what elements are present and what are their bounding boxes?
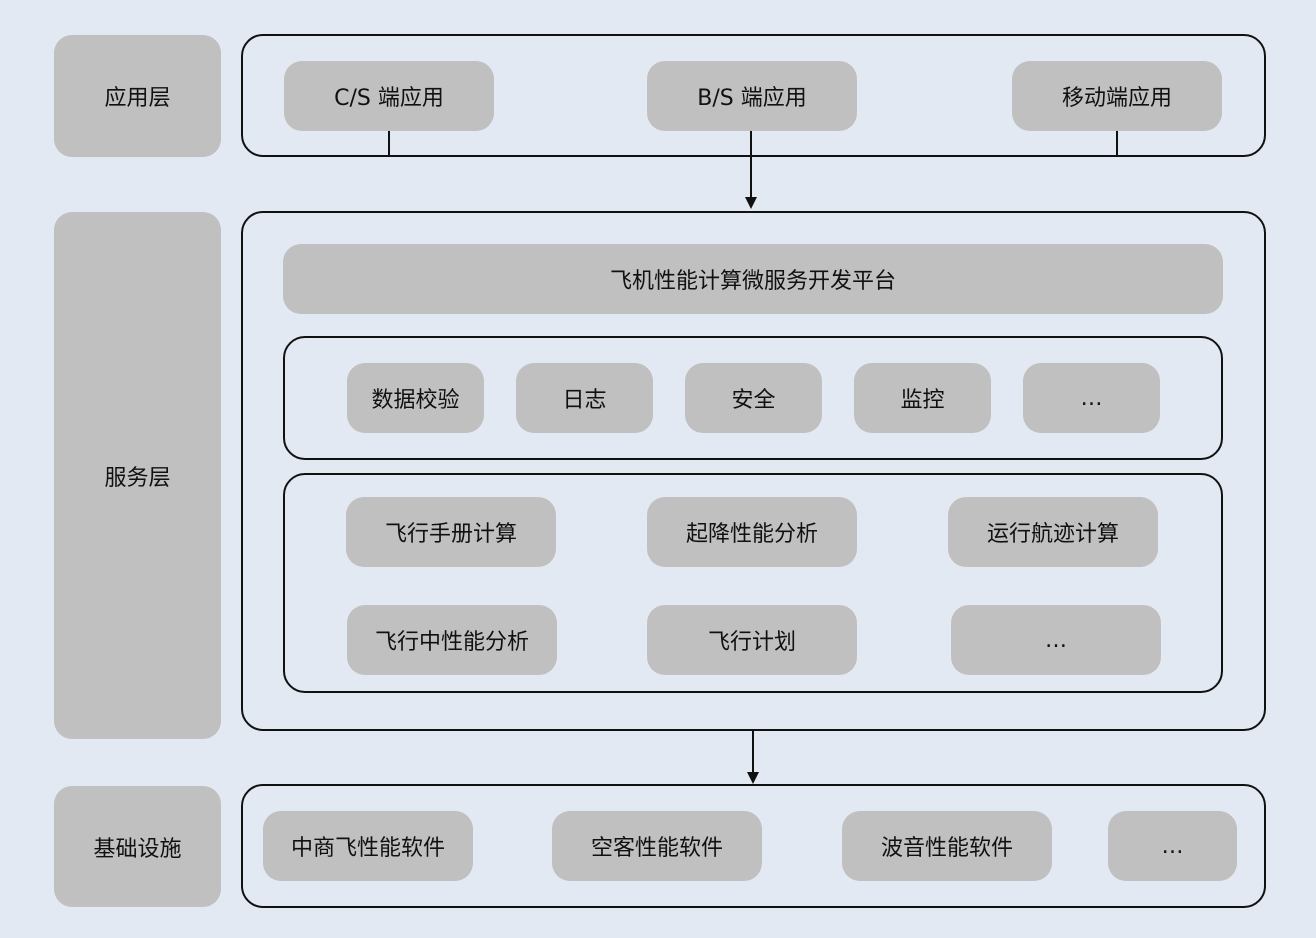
airbus-software-box: 空客性能软件: [552, 811, 762, 881]
app-to-service-arrow-line: [750, 131, 752, 197]
log-box: 日志: [516, 363, 653, 433]
infra-layer-panel: [241, 784, 1266, 908]
service-to-infra-arrow-head: [747, 772, 759, 784]
boeing-software-box: 波音性能软件: [842, 811, 1052, 881]
app-to-service-arrow-head: [745, 197, 757, 209]
bs-app-box: B/S 端应用: [647, 61, 857, 131]
cs-app-box: C/S 端应用: [284, 61, 494, 131]
inflight-analysis-box: 飞行中性能分析: [347, 605, 557, 675]
mobile-connector: [1116, 131, 1118, 156]
flight-track-calc-box: 运行航迹计算: [948, 497, 1158, 567]
comac-software-box: 中商飞性能软件: [263, 811, 473, 881]
common-services-panel: [283, 336, 1223, 460]
service-layer-panel: [241, 211, 1266, 731]
cs-connector: [388, 131, 390, 156]
mobile-app-box: 移动端应用: [1012, 61, 1222, 131]
more-common-box: …: [1023, 363, 1160, 433]
app-layer-label: 应用层: [54, 35, 221, 157]
takeoff-landing-analysis-box: 起降性能分析: [647, 497, 857, 567]
security-box: 安全: [685, 363, 822, 433]
app-layer-panel: [241, 34, 1266, 157]
infra-layer-label: 基础设施: [54, 786, 221, 907]
more-business-box: …: [951, 605, 1161, 675]
data-validation-box: 数据校验: [347, 363, 484, 433]
more-infra-box: …: [1108, 811, 1237, 881]
platform-box: 飞机性能计算微服务开发平台: [283, 244, 1223, 314]
monitor-box: 监控: [854, 363, 991, 433]
flight-manual-calc-box: 飞行手册计算: [346, 497, 556, 567]
service-to-infra-arrow-line: [752, 731, 754, 772]
business-services-panel: [283, 473, 1223, 693]
service-layer-label: 服务层: [54, 212, 221, 739]
flight-plan-box: 飞行计划: [647, 605, 857, 675]
